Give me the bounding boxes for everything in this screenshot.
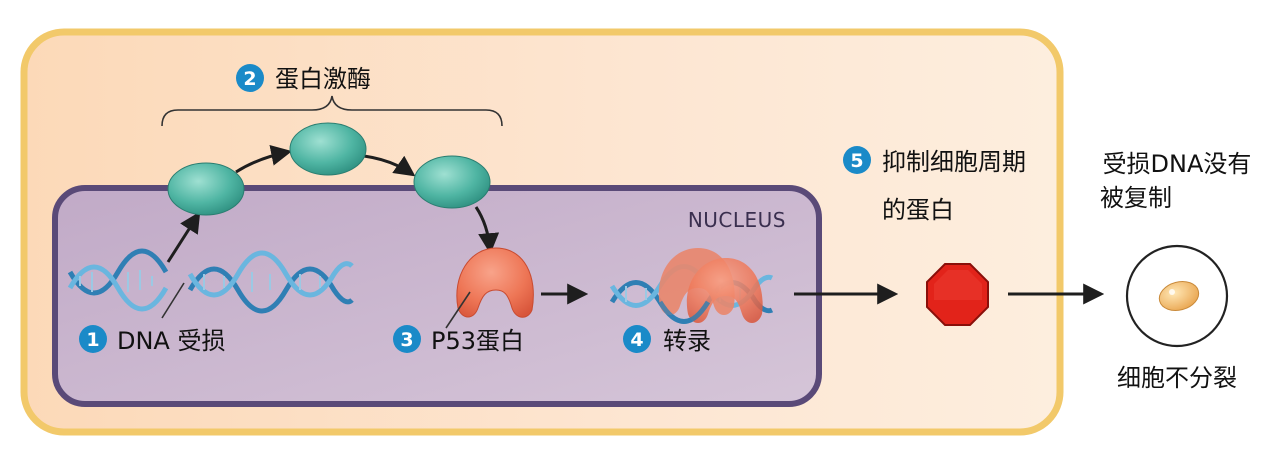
kinase-bracket (161, 95, 503, 127)
dna-helix-icon-damaged-right (187, 250, 354, 314)
step3-text: P53蛋白 (431, 327, 524, 355)
result-text-line2: 被复制 (1100, 184, 1172, 212)
arrow-kinase1-to-kinase2 (235, 145, 293, 174)
step2-text: 蛋白激酶 (275, 65, 371, 93)
step4-badge-number: 4 (630, 329, 643, 351)
step5-badge-number: 5 (850, 150, 863, 172)
step3-badge (393, 325, 421, 353)
step1-text: DNA 受损 (117, 327, 225, 355)
p53-protein-shape (456, 247, 534, 318)
octagon-stop-icon (926, 263, 989, 326)
p53-pointer (445, 291, 471, 329)
step2-badge (236, 64, 264, 92)
step4-label: 4 转录 (623, 325, 711, 355)
step4-text: 转录 (663, 327, 711, 355)
dna-front-strand (657, 300, 711, 324)
dna-break-pointer (161, 282, 185, 319)
nucleus-label: NUCLEUS (688, 208, 786, 232)
protein-kinase-oval-3 (413, 155, 491, 209)
non-dividing-cell-icon (1125, 244, 1229, 348)
step5-label: 5 抑制细胞周期 的蛋白 (843, 146, 1026, 224)
step2-badge-number: 2 (243, 68, 256, 90)
arrow-dna-to-kinase1 (166, 211, 201, 263)
step4-badge (623, 325, 651, 353)
cell-caption: 细胞不分裂 (1117, 364, 1237, 392)
protein-kinase-oval-2 (289, 122, 367, 176)
dna-helix-icon-damaged-left (67, 248, 169, 312)
step3-badge-number: 3 (400, 329, 413, 351)
step2-label: 2 蛋白激酶 (236, 64, 371, 93)
step5-badge (843, 146, 871, 174)
step1-badge-number: 1 (86, 329, 99, 351)
result-text-line1: 受损DNA没有 (1103, 150, 1252, 178)
step5-text-line2: 的蛋白 (882, 196, 954, 224)
arrow-kinase3-to-p53 (474, 206, 500, 255)
step1-badge (79, 325, 107, 353)
protein-kinase-oval-1 (167, 162, 245, 216)
step5-text-line1: 抑制细胞周期 (882, 148, 1026, 176)
step1-label: 1 DNA 受损 (79, 325, 225, 355)
arrow-kinase2-to-kinase3 (363, 154, 416, 177)
step3-label: 3 P53蛋白 (393, 325, 524, 355)
